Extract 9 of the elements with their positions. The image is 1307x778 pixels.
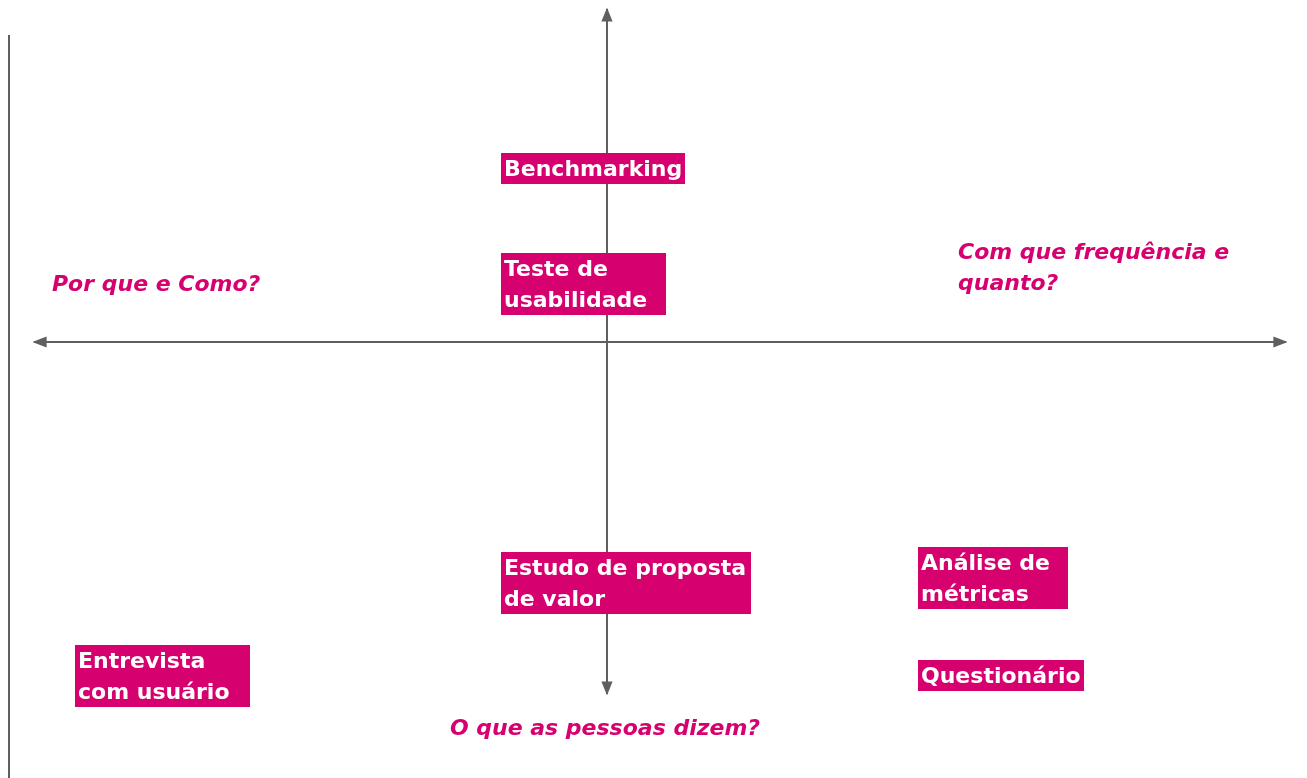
highlighted-method-label: Questionário <box>918 660 1084 691</box>
highlighted-method-label: Análise de métricas <box>918 547 1068 609</box>
axis-question: O que as pessoas dizem? <box>448 714 762 742</box>
axis-question: Com que frequência e quanto? <box>958 238 1231 297</box>
highlighted-method-label: Entrevista com usuário <box>75 645 250 707</box>
highlighted-method-label: Benchmarking <box>501 153 686 184</box>
axis-question: Por que e Como? <box>52 270 262 298</box>
highlighted-method-label: Teste de usabilidade <box>501 253 666 315</box>
highlighted-method-label: Estudo de proposta de valor <box>501 552 751 614</box>
